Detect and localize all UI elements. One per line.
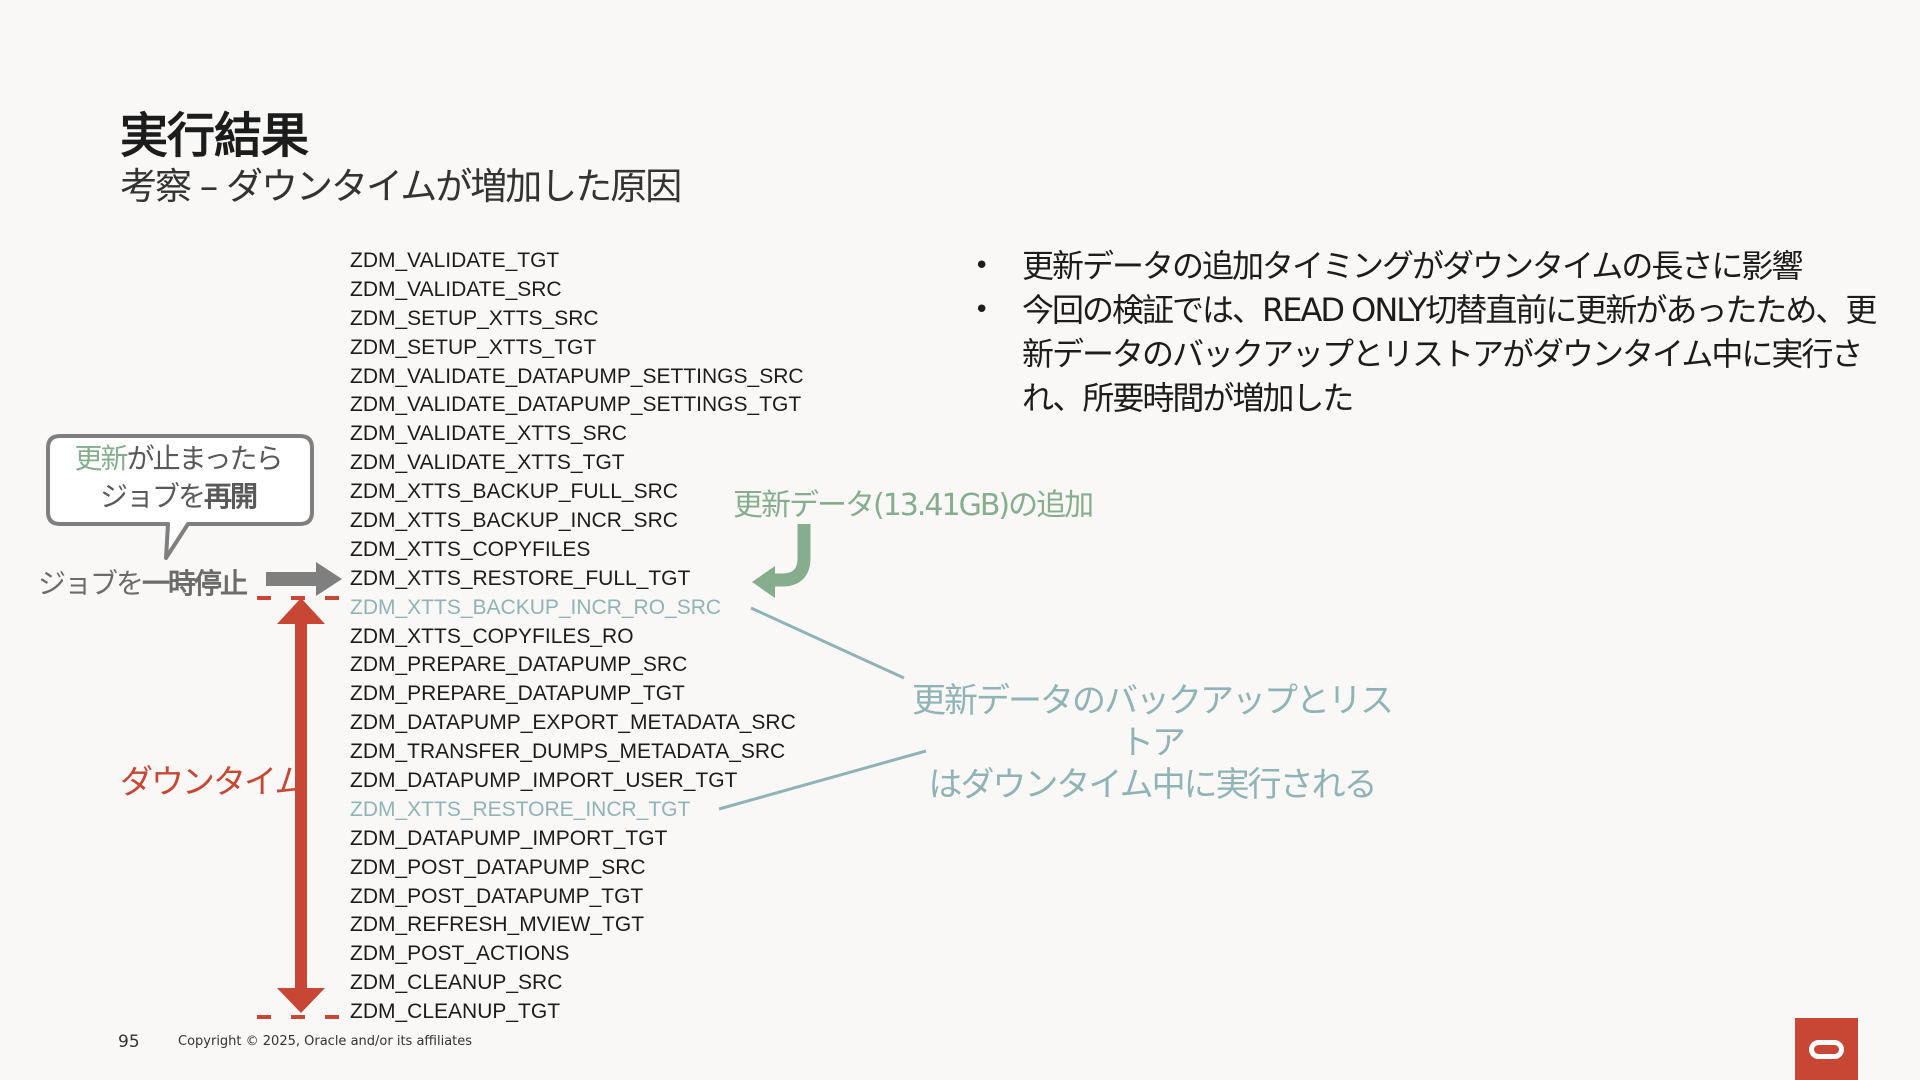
job-item: ZDM_DATAPUMP_EXPORT_METADATA_SRC	[350, 711, 796, 735]
pause-label: ジョブを一時停止	[38, 562, 248, 602]
update-data-label: 更新データ(13.41GB)の追加	[733, 488, 1094, 523]
job-item: ZDM_XTTS_COPYFILES_RO	[350, 624, 634, 648]
job-item: ZDM_VALIDATE_XTTS_TGT	[350, 451, 625, 475]
bullet-text: 更新データの追加タイミングがダウンタイムの長さに影響	[1022, 247, 1803, 285]
job-item: ZDM_XTTS_RESTORE_INCR_TGT	[350, 797, 691, 821]
pause-arrow	[266, 562, 342, 596]
bullet-list: • 更新データの追加タイミングがダウンタイムの長さに影響 • 今回の検証では、R…	[968, 244, 1898, 420]
note-line1: 更新データのバックアップとリストア	[912, 681, 1394, 763]
job-item: ZDM_CLEANUP_TGT	[350, 1000, 561, 1024]
connector-line-backup	[750, 606, 905, 680]
job-item: ZDM_XTTS_BACKUP_INCR_RO_SRC	[350, 595, 722, 619]
copyright: Copyright © 2025, Oracle and/or its affi…	[178, 1034, 473, 1049]
job-item: ZDM_POST_ACTIONS	[350, 942, 570, 966]
job-item: ZDM_VALIDATE_TGT	[350, 249, 560, 272]
job-item: ZDM_TRANSFER_DUMPS_METADATA_SRC	[350, 740, 786, 764]
job-item: ZDM_XTTS_BACKUP_INCR_SRC	[350, 509, 678, 533]
bullet-item: • 更新データの追加タイミングがダウンタイムの長さに影響	[968, 244, 1898, 288]
insert-update-arrow	[752, 524, 811, 598]
page-number: 95	[118, 1032, 140, 1052]
note-text: 更新データのバックアップとリストア はダウンタイム中に実行される	[912, 680, 1394, 806]
logo-ring	[1809, 1040, 1844, 1059]
downtime-arrow	[277, 598, 325, 1013]
job-item: ZDM_SETUP_XTTS_TGT	[350, 335, 597, 359]
pause-label-bold: 一時停止	[142, 567, 248, 600]
downtime-label: ダウンタイム	[120, 762, 307, 801]
bullet-text: 今回の検証では、READ ONLY切替直前に更新があったため、更新データのバック…	[1022, 291, 1877, 417]
job-item: ZDM_REFRESH_MVIEW_TGT	[350, 913, 645, 937]
connector-line-restore	[718, 749, 927, 811]
job-item: ZDM_CLEANUP_SRC	[350, 971, 563, 995]
job-item: ZDM_XTTS_RESTORE_FULL_TGT	[350, 566, 691, 590]
callout-update-word: 更新	[74, 442, 129, 475]
pause-label-plain: ジョブを	[38, 567, 144, 600]
job-item: ZDM_XTTS_COPYFILES	[350, 537, 591, 561]
callout-line2: ジョブを	[99, 480, 206, 513]
job-list: ZDM_VALIDATE_TGT ZDM_VALIDATE_SRC ZDM_SETU…	[350, 247, 804, 1027]
bullet-item: • 今回の検証では、READ ONLY切替直前に更新があったため、更新データのバ…	[968, 288, 1898, 420]
job-item: ZDM_VALIDATE_DATAPUMP_SETTINGS_TGT	[350, 393, 802, 417]
job-item: ZDM_PREPARE_DATAPUMP_SRC	[350, 653, 688, 677]
oracle-logo-icon	[1795, 1018, 1858, 1080]
job-item: ZDM_DATAPUMP_IMPORT_USER_TGT	[350, 769, 738, 793]
job-item: ZDM_VALIDATE_SRC	[350, 277, 562, 301]
callout-bubble	[46, 434, 314, 560]
job-item: ZDM_POST_DATAPUMP_TGT	[350, 884, 644, 908]
job-item: ZDM_PREPARE_DATAPUMP_TGT	[350, 682, 685, 706]
slide-title: 実行結果	[120, 108, 309, 164]
job-item: ZDM_VALIDATE_XTTS_SRC	[350, 422, 627, 446]
slide-subtitle: 考察 – ダウンタイムが増加した原因	[120, 165, 682, 208]
callout-resume-word: 再開	[204, 480, 258, 513]
bullet-marker: •	[974, 295, 989, 325]
bullet-marker: •	[974, 251, 989, 281]
callout-text: 更新が止まったら ジョブを再開	[44, 440, 312, 516]
callout-line1: が止まったら	[126, 442, 284, 475]
job-item: ZDM_VALIDATE_DATAPUMP_SETTINGS_SRC	[350, 364, 804, 388]
job-item: ZDM_POST_DATAPUMP_SRC	[350, 855, 646, 879]
note-line2: はダウンタイム中に実行される	[928, 765, 1377, 805]
job-item: ZDM_DATAPUMP_IMPORT_TGT	[350, 826, 668, 850]
job-item: ZDM_SETUP_XTTS_SRC	[350, 306, 599, 330]
job-item: ZDM_XTTS_BACKUP_FULL_SRC	[350, 480, 678, 504]
